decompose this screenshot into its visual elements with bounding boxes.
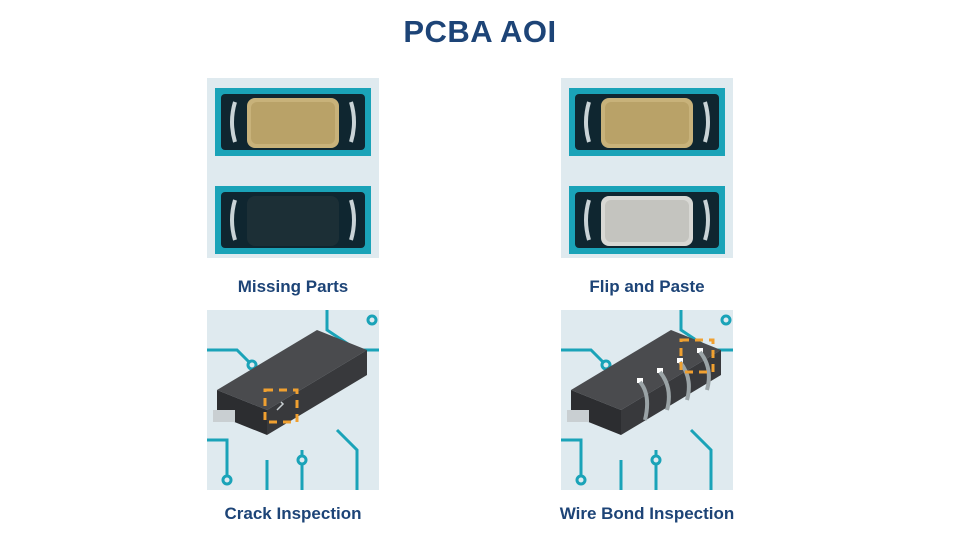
wire-bond-inspection-caption: Wire Bond Inspection	[559, 504, 735, 523]
missing-parts-panel	[207, 78, 379, 258]
flip-and-paste-panel	[561, 78, 733, 258]
wire-bond-inspection-illustration	[561, 310, 733, 490]
wire-bond-inspection-panel	[561, 310, 733, 490]
crack-inspection-panel	[207, 310, 379, 490]
missing-parts-caption: Missing Parts	[237, 277, 349, 296]
crack-inspection-caption: Crack Inspection	[224, 504, 362, 523]
page-title: PCBA AOI	[403, 14, 557, 49]
missing-parts-illustration	[207, 78, 379, 258]
flip-and-paste-caption: Flip and Paste	[589, 277, 705, 296]
flip-and-paste-illustration	[561, 78, 733, 258]
crack-inspection-illustration	[207, 310, 379, 490]
